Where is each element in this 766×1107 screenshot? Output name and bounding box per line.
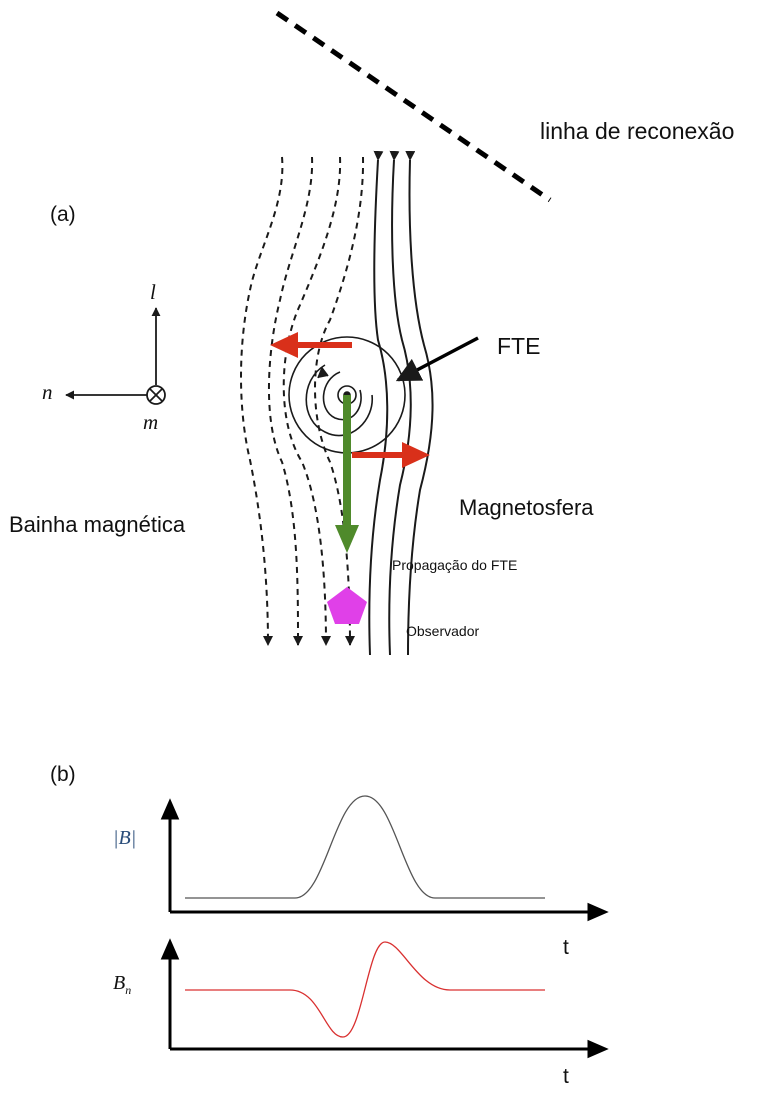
l-axis-label: l <box>150 280 156 304</box>
observer-marker <box>327 587 367 624</box>
reconnection-line-label: linha de reconexão <box>540 118 735 144</box>
sheath-field-line-4 <box>314 156 365 646</box>
sphere-field-line-3 <box>405 150 434 656</box>
panel-b-label: (b) <box>50 763 76 786</box>
top-plot-xlabel: t <box>563 936 569 959</box>
observer-label: Observador <box>406 623 480 639</box>
top-plot-ylabel: |B| <box>113 827 137 849</box>
flow-arrow-left-head <box>270 332 298 358</box>
magnetosheath-label: Bainha magnética <box>9 512 186 537</box>
flow-arrow-right-head <box>402 442 430 468</box>
coordinate-axes <box>65 307 166 405</box>
n-axis-label: n <box>42 380 53 404</box>
panel-b-axes <box>160 798 609 1059</box>
magnetosphere-field-lines <box>368 150 434 656</box>
panel-a-label: (a) <box>50 203 76 226</box>
propagation-arrow-head <box>335 525 359 553</box>
magnetosphere-label: Magnetosfera <box>459 495 594 520</box>
sphere-field-line-2 <box>388 150 412 656</box>
flow-arrows <box>270 332 430 468</box>
m-axis-label: m <box>143 410 159 434</box>
fte-inner-loop <box>305 364 373 437</box>
sheath-field-line-1 <box>240 156 284 646</box>
sphere-field-line-1 <box>368 150 389 656</box>
propagation-arrow <box>335 395 359 553</box>
rotation-arrow-head <box>317 366 329 379</box>
b-magnitude-curve <box>185 795 545 899</box>
b-normal-curve <box>185 941 545 1038</box>
fte-label: FTE <box>497 333 541 359</box>
sheath-field-line-3 <box>282 156 342 646</box>
propagation-label: Propagação do FTE <box>392 557 518 573</box>
m-axis-into-page-icon <box>146 385 166 405</box>
bottom-plot-xlabel: t <box>563 1065 569 1088</box>
fte-pointer-arrow <box>395 336 479 382</box>
bottom-plot-ylabel: Bn <box>113 972 132 997</box>
reconnection-line <box>275 10 552 203</box>
fte-inner-spiral <box>322 371 362 421</box>
